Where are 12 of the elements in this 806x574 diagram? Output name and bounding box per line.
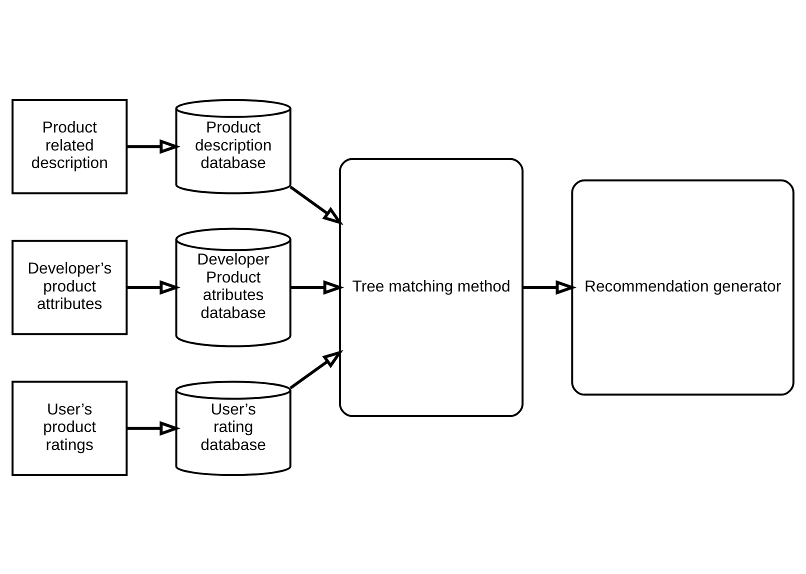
arrow bbox=[290, 280, 344, 294]
node-box: User’s product ratings bbox=[12, 380, 128, 476]
node-box: Product related description bbox=[12, 98, 128, 194]
node-box: Recommendation generator bbox=[571, 178, 794, 396]
node-box: Tree matching method bbox=[339, 158, 524, 416]
arrow bbox=[126, 420, 181, 436]
arrow bbox=[126, 280, 181, 294]
arrow bbox=[522, 280, 577, 294]
arrow bbox=[126, 138, 181, 154]
node-box: Developer’s product attributes bbox=[12, 239, 128, 335]
arrow bbox=[290, 185, 344, 224]
arrow bbox=[290, 350, 344, 389]
